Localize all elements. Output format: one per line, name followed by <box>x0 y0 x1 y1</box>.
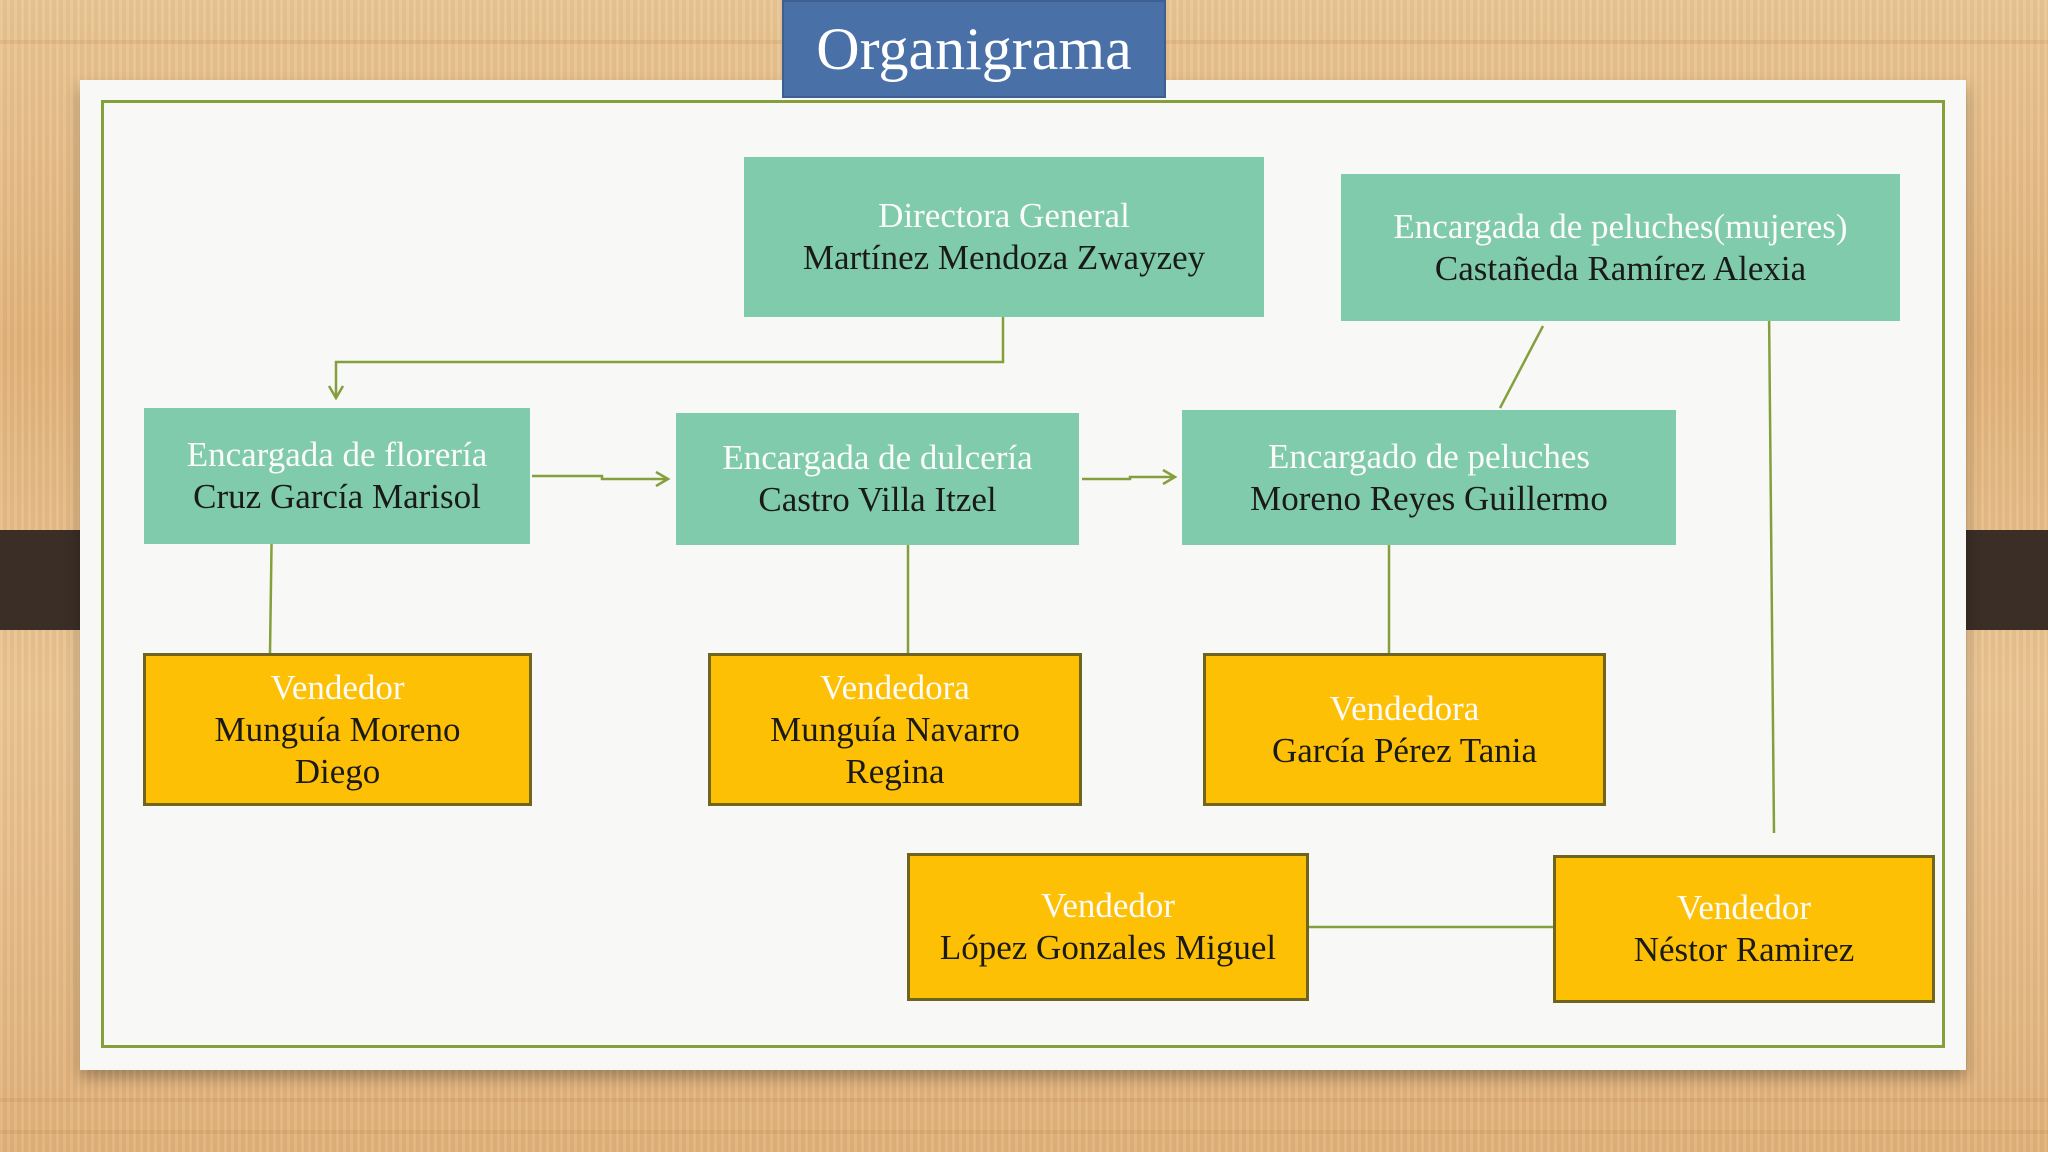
node-name: Néstor Ramirez <box>1633 930 1855 969</box>
node-vendedor-miguel: Vendedor López Gonzales Miguel <box>907 853 1309 1001</box>
node-role: Vendedor <box>270 667 405 707</box>
node-name: Cruz García Marisol <box>193 477 481 516</box>
node-role: Encargada de florería <box>186 435 488 474</box>
node-name: Moreno Reyes Guillermo <box>1250 478 1608 518</box>
node-directora-general: Directora General Martínez Mendoza Zwayz… <box>744 157 1264 317</box>
node-name: López Gonzales Miguel <box>939 928 1277 967</box>
node-encargado-peluches: Encargado de peluches Moreno Reyes Guill… <box>1182 410 1676 545</box>
node-name: Munguía Navarro Regina <box>770 709 1020 791</box>
node-role: Encargado de peluches <box>1268 436 1590 476</box>
node-role: Directora General <box>878 196 1130 235</box>
node-encargada-dulceria: Encargada de dulcería Castro Villa Itzel <box>676 413 1079 545</box>
node-role: Vendedor <box>1040 886 1176 925</box>
slide-frame <box>101 100 1945 1048</box>
connector-peluchesmujeres-peluches <box>1498 325 1545 409</box>
node-vendedora-regina: Vendedora Munguía Navarro Regina <box>708 653 1082 806</box>
node-encargada-floreria: Encargada de florería Cruz García Mariso… <box>144 408 530 544</box>
node-vendedor-diego: Vendedor Munguía Moreno Diego <box>143 653 532 806</box>
node-role: Encargada de peluches(mujeres) <box>1393 206 1848 246</box>
node-encargada-peluches-mujeres: Encargada de peluches(mujeres) Castañeda… <box>1341 174 1900 321</box>
connector-directora-floreria <box>334 316 1005 398</box>
arrowhead-peluches <box>1162 468 1178 486</box>
node-name: Martínez Mendoza Zwayzey <box>802 238 1206 277</box>
node-vendedor-nestor: Vendedor Néstor Ramirez <box>1553 855 1935 1003</box>
node-role: Vendedor <box>1676 888 1812 927</box>
node-name: Munguía Moreno Diego <box>214 709 461 791</box>
connector-floreria-dulceria <box>532 474 668 481</box>
wood-grain <box>0 1098 2048 1102</box>
node-name: García Pérez Tania <box>1271 730 1538 770</box>
page-title: Organigrama <box>782 0 1166 98</box>
connector-peluchesmujeres-nestor <box>1767 307 1776 834</box>
node-role: Vendedora <box>1329 688 1480 728</box>
node-vendedora-tania: Vendedora García Pérez Tania <box>1203 653 1606 806</box>
node-role: Encargada de dulcería <box>722 438 1033 477</box>
arrowhead-floreria <box>327 385 345 401</box>
arrowhead-dulceria <box>655 470 671 488</box>
wood-grain <box>0 1130 2048 1134</box>
node-name: Castro Villa Itzel <box>758 480 997 519</box>
node-name: Castañeda Ramírez Alexia <box>1434 248 1807 288</box>
connector-dulceria-peluches <box>1082 475 1175 481</box>
page-title-text: Organigrama <box>816 15 1132 82</box>
node-role: Vendedora <box>820 667 970 707</box>
